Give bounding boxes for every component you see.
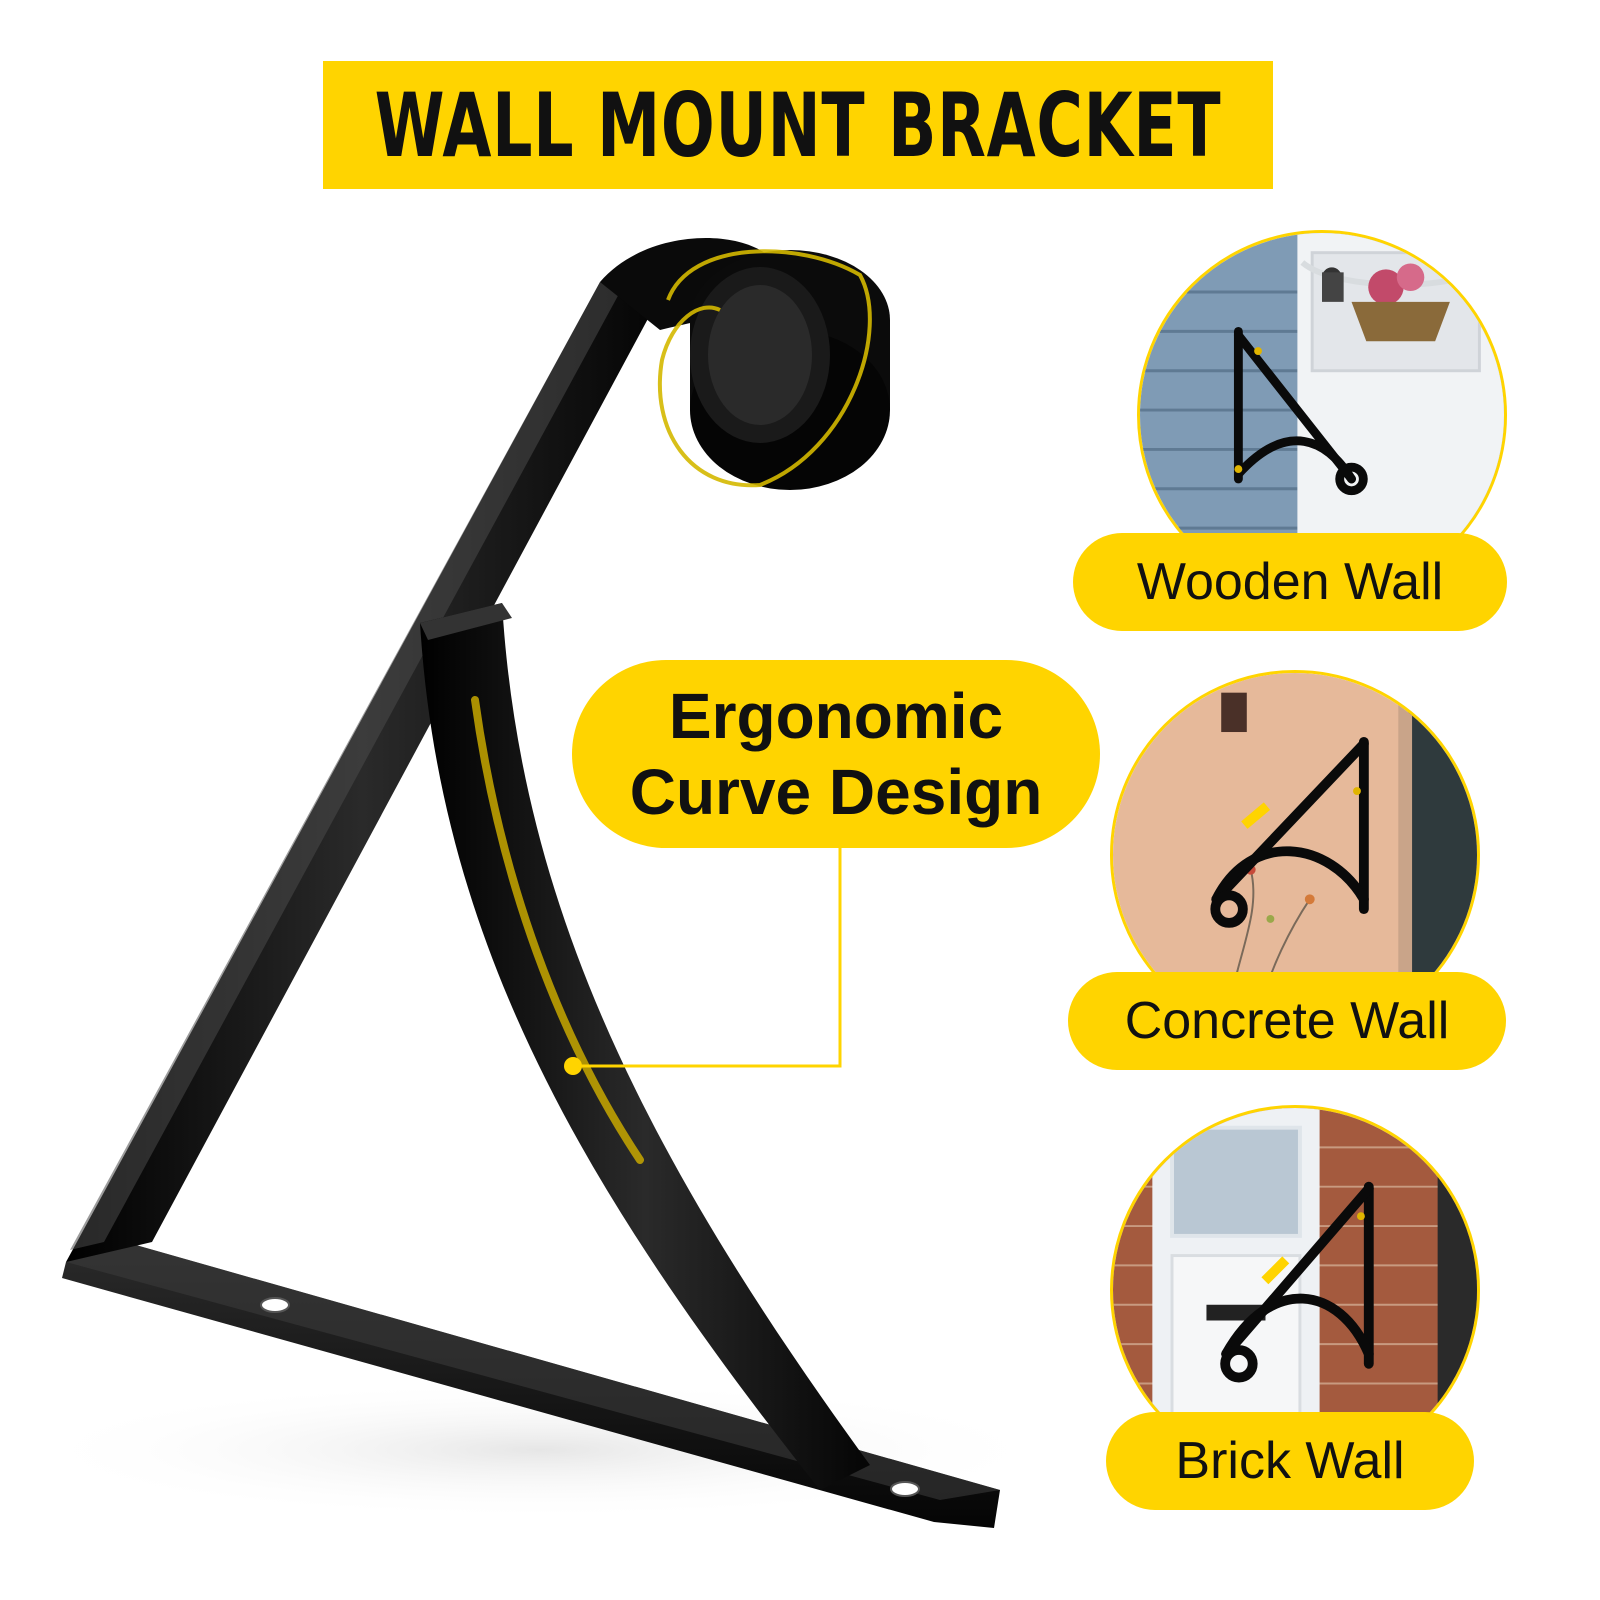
concrete-wall-text: Concrete Wall: [1124, 992, 1450, 1050]
title-banner: WALL MOUNT BRACKET: [323, 61, 1273, 189]
screw-hole: [890, 1481, 920, 1497]
curved-support: [420, 603, 870, 1490]
brick-wall-text: Brick Wall: [1175, 1432, 1405, 1490]
callout-dot: [564, 1057, 582, 1075]
scroll-coil-inner: [708, 285, 812, 425]
page-title: WALL MOUNT BRACKET: [374, 73, 1222, 177]
diagonal-arm-edge: [70, 282, 620, 1250]
feature-callout-line1: Ergonomic: [668, 680, 1004, 752]
base-plate-top: [66, 1240, 1000, 1500]
concrete-wall-label: Concrete Wall: [1068, 972, 1506, 1070]
brick-wall-label: Brick Wall: [1106, 1412, 1474, 1510]
screw-hole: [260, 1297, 290, 1313]
scroll-highlight: [657, 249, 872, 488]
wooden-wall-label: Wooden Wall: [1073, 533, 1507, 631]
wooden-wall-text: Wooden Wall: [1136, 553, 1444, 611]
curve-highlight: [471, 696, 644, 1164]
curve-weld-top: [420, 603, 512, 640]
callout-connector: [573, 848, 842, 1068]
feature-callout: Ergonomic Curve Design: [572, 660, 1100, 848]
feature-callout-line2: Curve Design: [629, 756, 1043, 828]
